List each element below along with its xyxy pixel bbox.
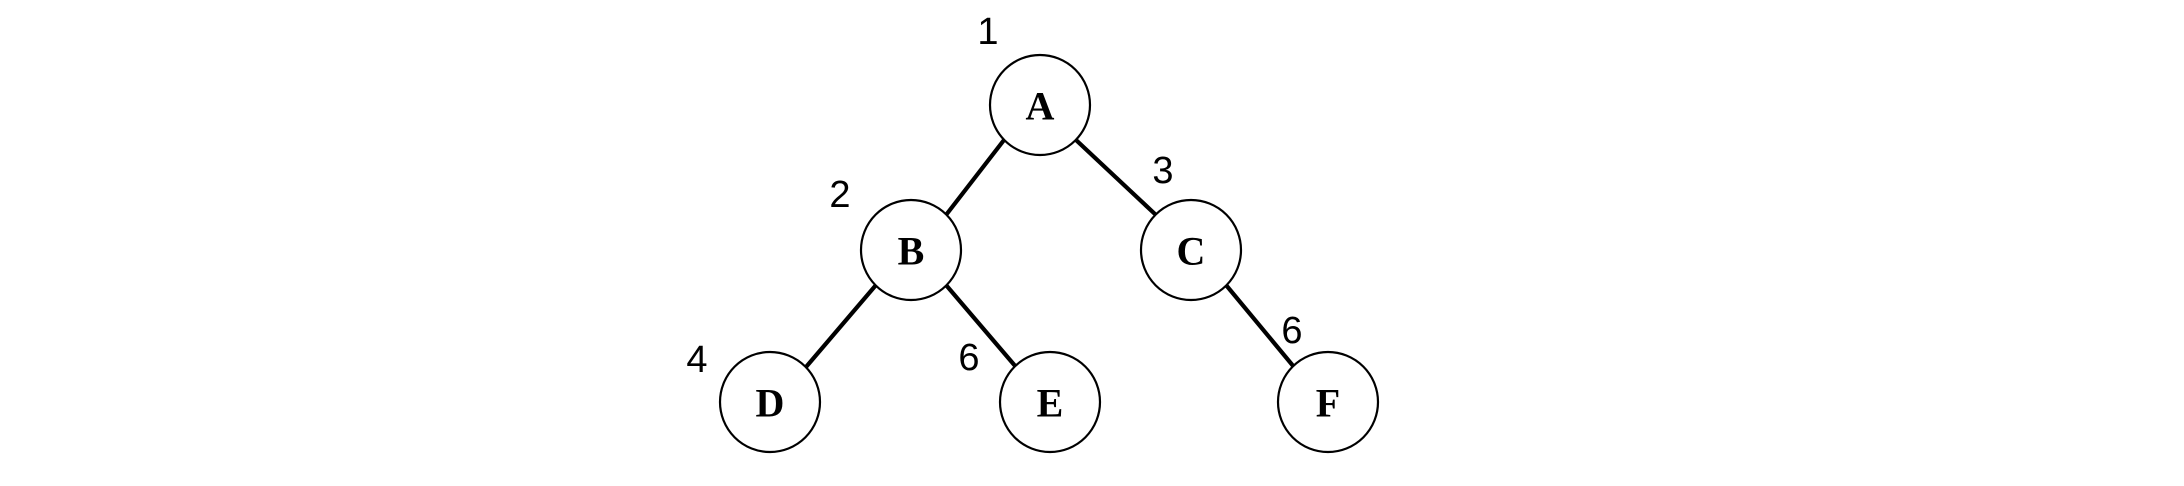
tree-node-f[interactable]: F bbox=[1276, 350, 1380, 454]
tree-node-e[interactable]: E bbox=[998, 350, 1102, 454]
node-label-a: A bbox=[1026, 84, 1055, 129]
node-circle-a[interactable] bbox=[988, 53, 1092, 157]
tree-node-a[interactable]: A bbox=[988, 53, 1092, 157]
node-circle-f[interactable] bbox=[1276, 350, 1380, 454]
tree-edge-c-f bbox=[1224, 283, 1296, 369]
node-circle-d[interactable] bbox=[718, 350, 822, 454]
node-label-d: D bbox=[756, 381, 785, 426]
tree-edge-b-d bbox=[804, 283, 878, 369]
tree-node-c[interactable]: C bbox=[1139, 198, 1243, 302]
edges-group bbox=[804, 138, 1296, 369]
node-label-f: F bbox=[1316, 381, 1340, 426]
node-number-d: 4 bbox=[686, 339, 707, 381]
node-number-a: 1 bbox=[977, 11, 998, 53]
tree-node-b[interactable]: B bbox=[859, 198, 963, 302]
nodes-group: A B C D E F bbox=[718, 53, 1380, 454]
node-label-b: B bbox=[898, 229, 925, 274]
tree-edge-a-c bbox=[1074, 138, 1158, 217]
node-number-e: 6 bbox=[958, 337, 979, 379]
node-numbers-group: 1 2 3 4 6 6 bbox=[686, 11, 1302, 381]
node-label-c: C bbox=[1177, 229, 1206, 274]
node-circle-c[interactable] bbox=[1139, 198, 1243, 302]
node-circle-e[interactable] bbox=[998, 350, 1102, 454]
node-number-b: 2 bbox=[829, 174, 850, 216]
tree-node-d[interactable]: D bbox=[718, 350, 822, 454]
node-number-f: 6 bbox=[1281, 310, 1302, 352]
node-label-e: E bbox=[1037, 381, 1064, 426]
node-circle-b[interactable] bbox=[859, 198, 963, 302]
node-number-c: 3 bbox=[1152, 150, 1173, 192]
tree-edge-a-b bbox=[944, 138, 1006, 217]
tree-edge-b-e bbox=[944, 283, 1018, 369]
